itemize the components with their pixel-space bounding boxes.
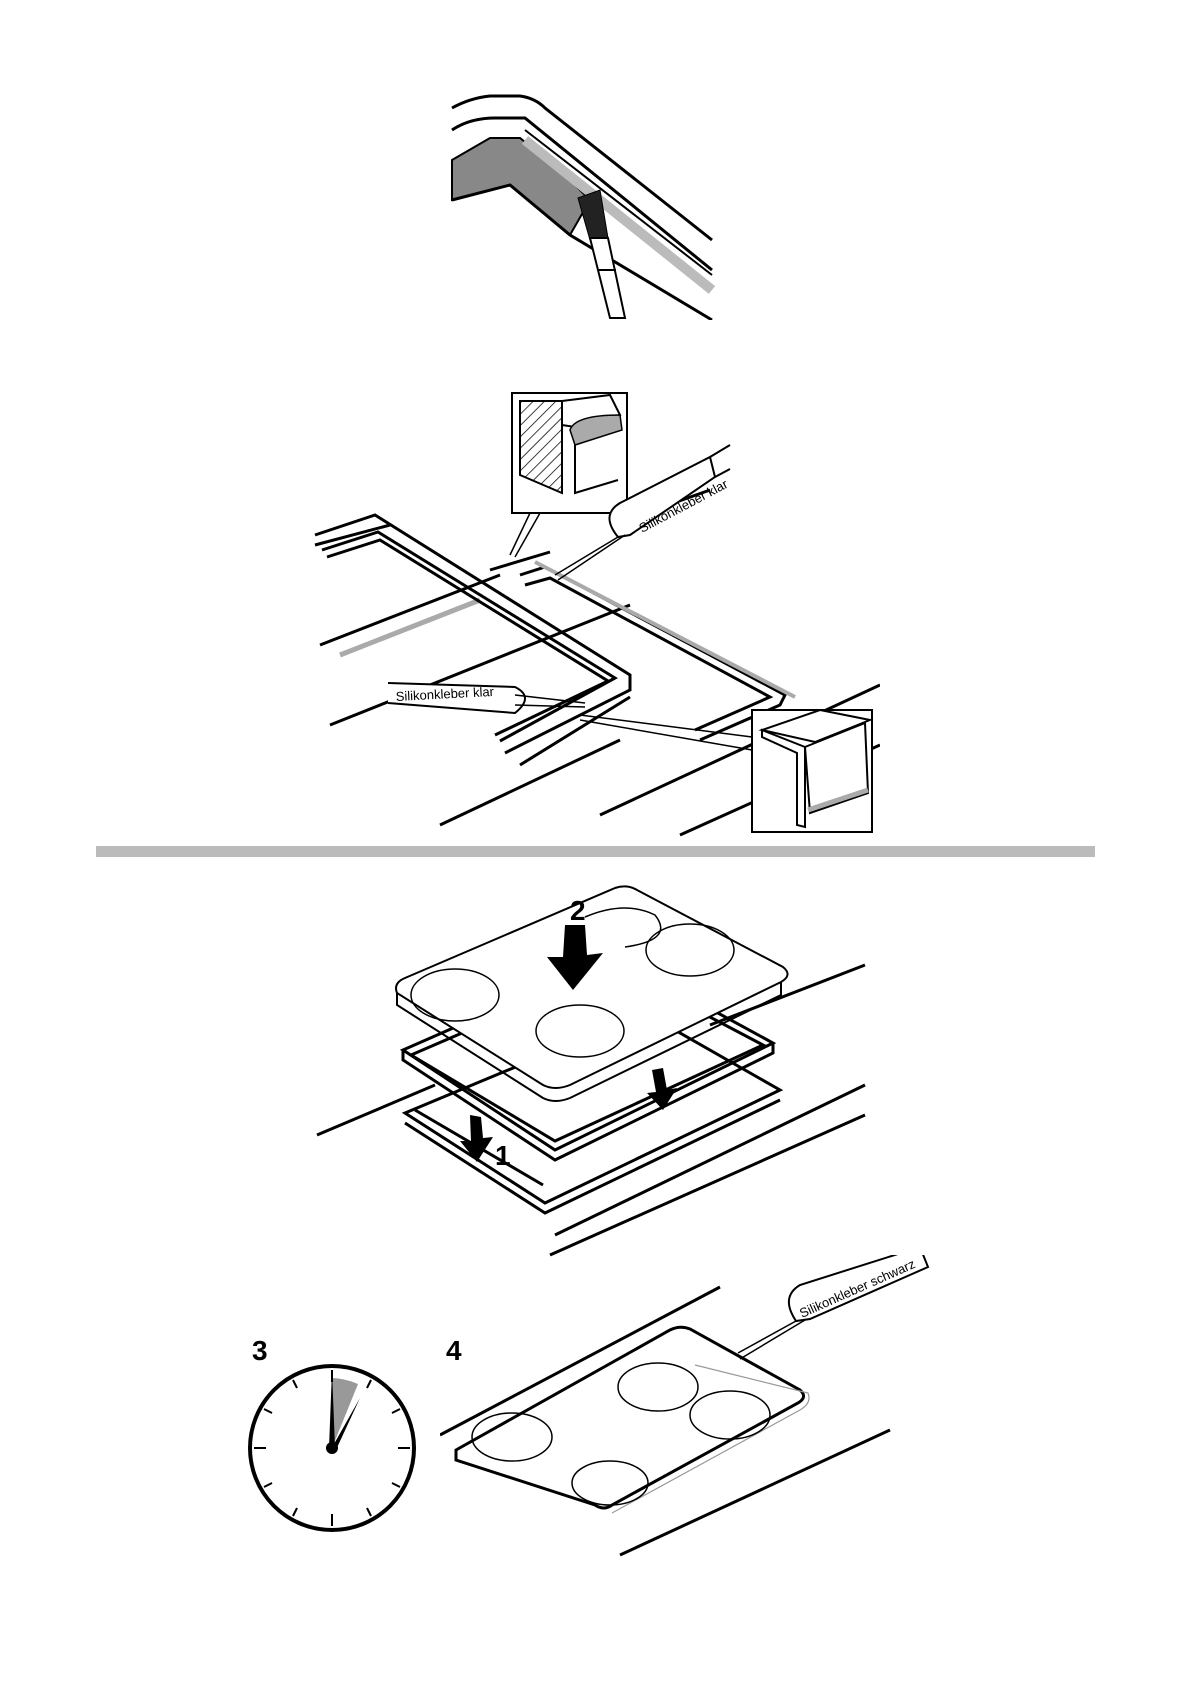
black-seal-illustration: 4 Silikonkleber schwarz [440,1255,930,1560]
curing-time-illustration: 3 [240,1330,430,1545]
step-number-3: 3 [252,1335,268,1366]
section-divider [96,846,1095,857]
brush-detail-illustration [450,90,715,320]
clock-icon [250,1366,414,1530]
installed-hob [456,1327,809,1513]
step-number-1: 1 [495,1140,511,1171]
step-number-2: 2 [570,895,586,926]
hob-installation-illustration: 2 1 [315,885,875,1265]
step-number-4: 4 [446,1335,462,1366]
profile-inset-top [510,393,627,557]
frame-gluing-illustration: Silikonkleber klar Silikonkleber klar [300,385,880,845]
ceramic-hob [396,886,788,1101]
